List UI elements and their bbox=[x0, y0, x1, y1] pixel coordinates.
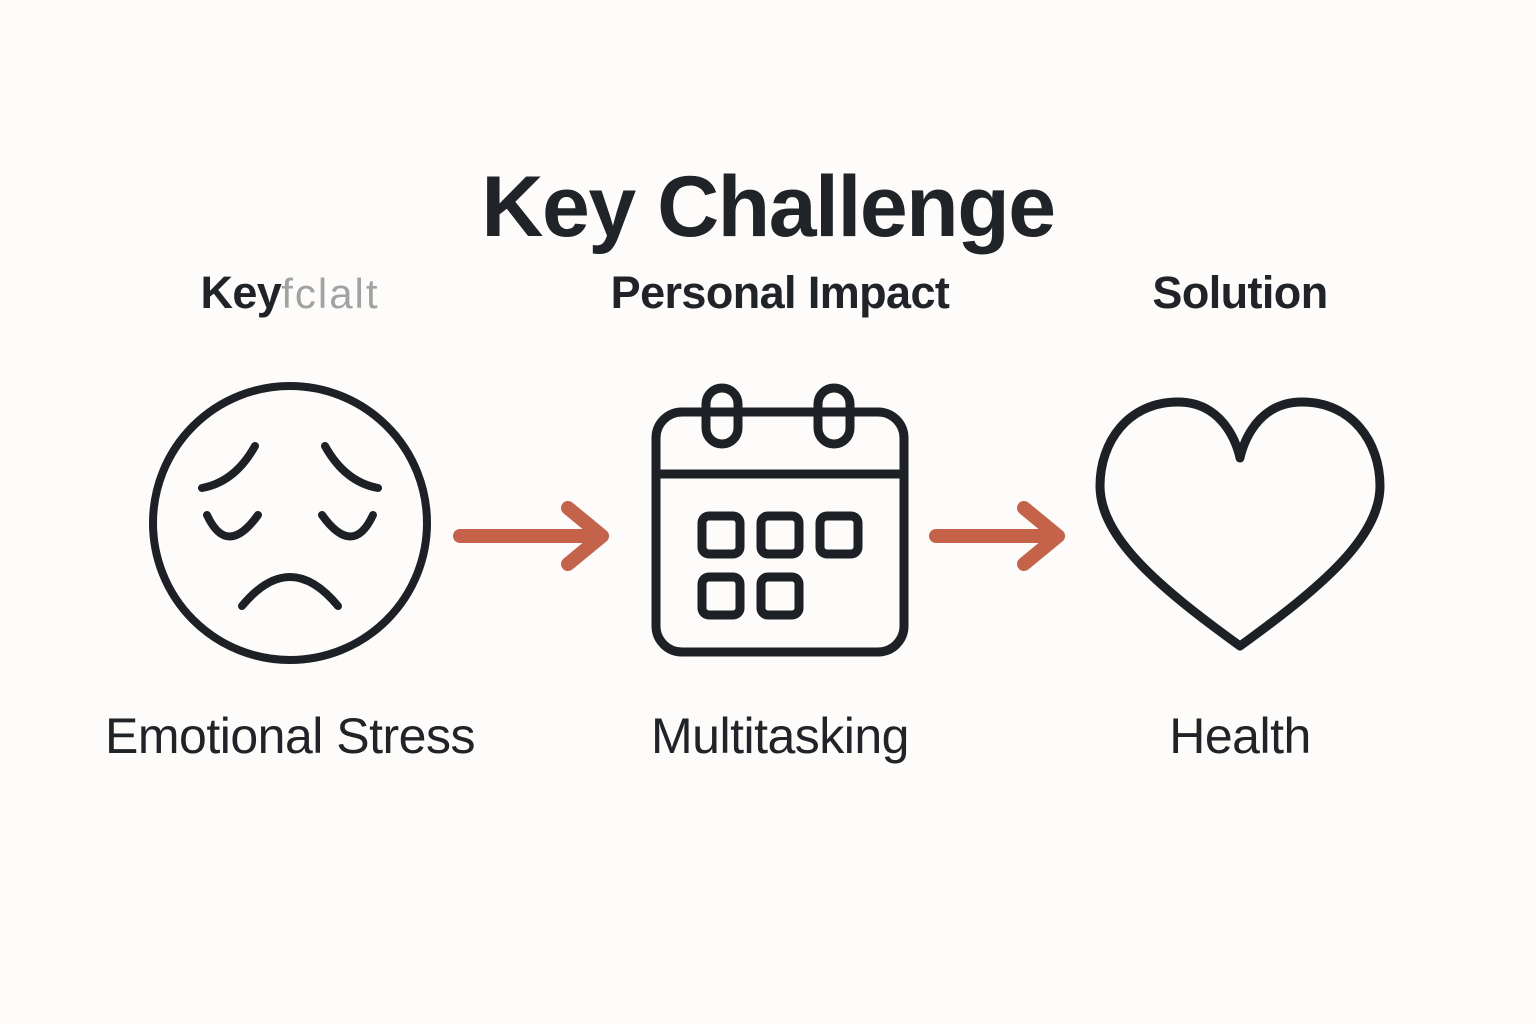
stage-label-emotional-stress: Emotional Stress bbox=[105, 708, 475, 764]
calendar-cell-3 bbox=[815, 511, 863, 559]
calendar-icon-svg bbox=[651, 383, 909, 657]
arrow-right-icon-2 bbox=[928, 500, 1093, 572]
stage-header-text: Solution bbox=[1152, 267, 1328, 318]
calendar-cell-2 bbox=[756, 511, 804, 559]
calendar-ring-left bbox=[701, 383, 743, 449]
stage-header-key: Keyfclalt bbox=[90, 268, 490, 318]
page-title: Key Challenge bbox=[481, 158, 1056, 255]
calendar-cell-4 bbox=[697, 572, 745, 620]
heart-outline bbox=[1095, 397, 1385, 651]
calendar-body bbox=[651, 407, 909, 657]
mouth-frown bbox=[238, 573, 342, 610]
eye-right bbox=[318, 511, 377, 541]
flow-stage-health: Solution Health bbox=[1040, 268, 1440, 888]
arrow-right-icon-1-svg bbox=[453, 501, 609, 571]
eyebrow-right bbox=[321, 442, 382, 492]
arrow-right-icon-2-svg bbox=[929, 501, 1065, 571]
stage-header-solution: Solution bbox=[1040, 268, 1440, 318]
calendar-ring-right bbox=[813, 383, 855, 449]
flow-stage-emotional-stress: Keyfclalt Emotional Stress bbox=[90, 268, 490, 888]
calendar-icon bbox=[580, 378, 980, 668]
heart-icon-svg bbox=[1095, 397, 1385, 651]
arrow-right-icon-1 bbox=[452, 500, 617, 572]
heart-icon bbox=[1040, 378, 1440, 668]
eyebrow-left bbox=[198, 442, 259, 492]
stage-header-personal-impact: Personal Impact bbox=[580, 268, 980, 318]
sad-face-icon bbox=[90, 378, 490, 668]
calendar-cell-5 bbox=[756, 572, 804, 620]
eye-left bbox=[203, 511, 262, 541]
stage-label-health: Health bbox=[1169, 708, 1311, 764]
flow-stage-multitasking: Personal Impact Multitasking bbox=[580, 268, 980, 888]
arrow-head bbox=[1017, 501, 1065, 571]
stage-header-text: Key bbox=[200, 267, 282, 318]
stage-header-text: Personal Impact bbox=[610, 267, 950, 318]
arrow-head bbox=[561, 501, 609, 571]
calendar-cell-1 bbox=[697, 511, 745, 559]
stage-header-ghost-text: fclalt bbox=[281, 270, 380, 317]
flow-diagram: Keyfclalt Emotional Stress Personal Impa… bbox=[0, 268, 1536, 888]
stage-label-multitasking: Multitasking bbox=[651, 708, 910, 764]
face-outline bbox=[149, 382, 431, 664]
sad-face-icon-svg bbox=[149, 382, 431, 664]
